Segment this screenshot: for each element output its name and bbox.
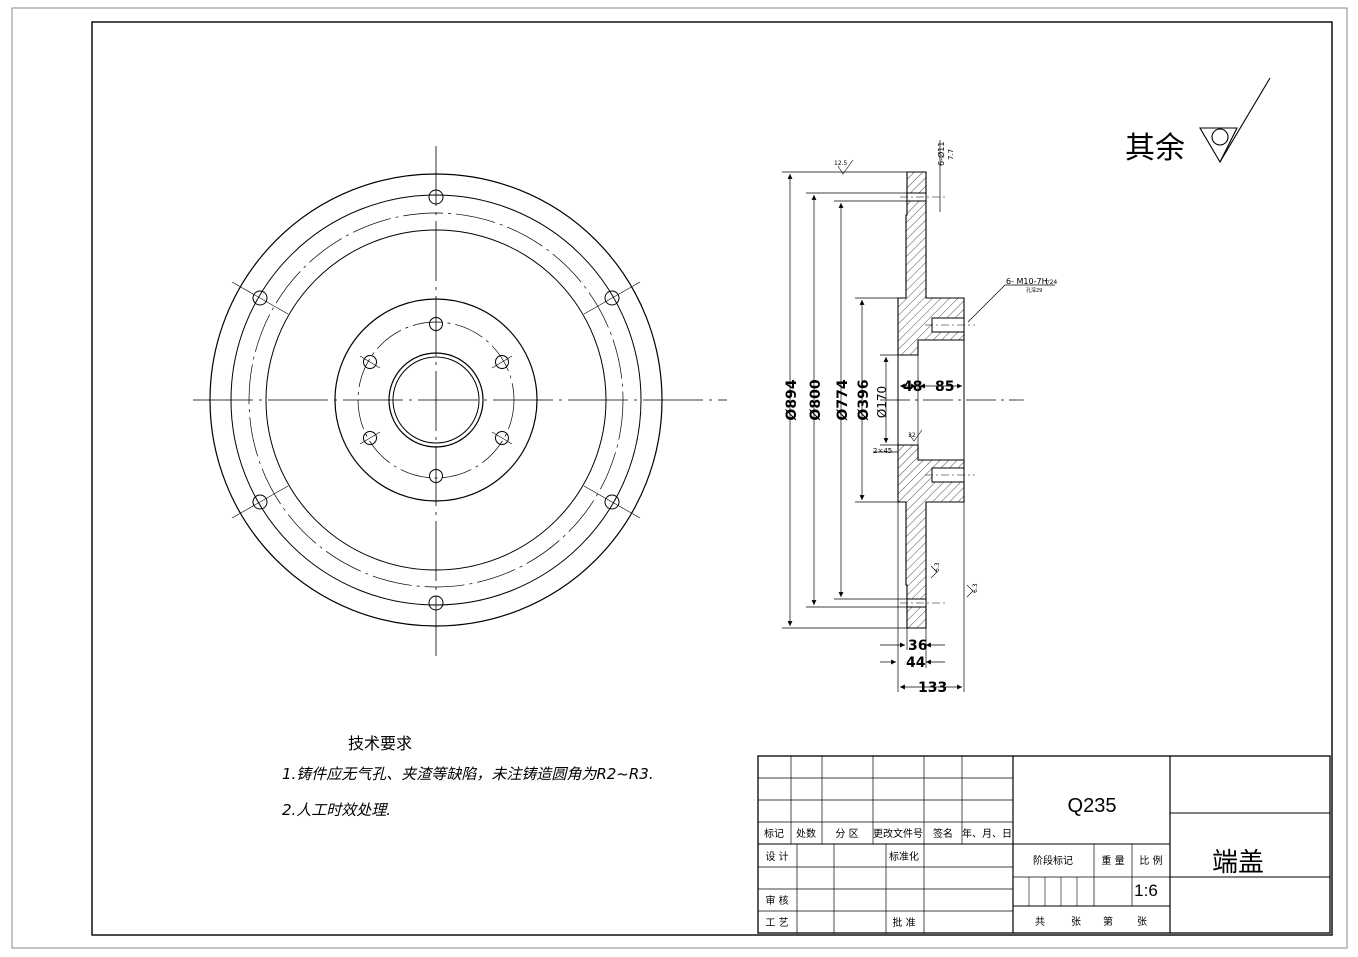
dim-36: 36	[908, 638, 927, 654]
thread-hole	[429, 469, 443, 483]
fin-32: 32	[908, 432, 916, 439]
small-finish-symbols	[837, 159, 974, 598]
dim-thread-depth: ▽24	[1045, 279, 1057, 286]
outer-hole	[252, 290, 268, 306]
dim-d800: Ø800	[808, 379, 824, 420]
dim-d396: Ø396	[856, 379, 872, 420]
sheet-no-label: 第	[1103, 915, 1113, 928]
dim-holes-depth: 7.7	[947, 149, 955, 160]
title-block	[757, 755, 1331, 934]
dim-thread-note: 孔深29	[1026, 287, 1042, 294]
thread-hole	[363, 431, 377, 445]
material: Q235	[1068, 795, 1117, 817]
tech-req-item-2: 2.人工时效处理.	[282, 801, 391, 819]
sheet-unit-label: 张	[1137, 916, 1147, 928]
dim-48: 48	[903, 379, 922, 395]
scale-value: 1:6	[1134, 881, 1158, 900]
outer-hole	[428, 189, 444, 205]
fin-63a: 6.3	[934, 562, 941, 572]
thread-hole	[363, 355, 377, 369]
finish-symbol-icon	[1199, 77, 1271, 164]
rev-header: 更改文件号	[873, 827, 923, 840]
rev-header: 分 区	[835, 828, 858, 840]
stage-mark-label: 阶段标记	[1033, 854, 1073, 867]
outer-hole	[604, 290, 620, 306]
tech-req-item-1: 1.铸件应无气孔、夹渣等缺陷，未注铸造圆角为R2~R3.	[282, 765, 654, 783]
part-name: 端盖	[1212, 848, 1264, 878]
sheets-label: 张	[1071, 916, 1081, 928]
thread-hole	[429, 317, 443, 331]
total-label: 共	[1035, 916, 1045, 928]
dim-thread: 6- M10-7H	[1006, 277, 1048, 286]
outer-circle	[209, 173, 663, 627]
rev-header: 年、月、日	[962, 827, 1012, 840]
hub-circle	[334, 298, 538, 502]
surface-finish-label: 其余	[1125, 131, 1185, 166]
thread-hole	[495, 431, 509, 445]
rev-header: 处数	[796, 827, 816, 840]
tech-req-title: 技术要求	[348, 734, 412, 753]
front-view	[193, 146, 727, 662]
bore-outer	[388, 352, 484, 448]
dim-chamfer: 2×45	[873, 447, 892, 455]
review-label: 审 核	[765, 894, 788, 907]
design-label: 设 计	[765, 850, 788, 863]
dimensions	[782, 140, 1055, 692]
fin-12-5: 12.5	[834, 160, 848, 167]
process-label: 工 艺	[765, 917, 788, 929]
thread-hole	[495, 355, 509, 369]
dim-d170: Ø170	[875, 386, 889, 418]
dim-d774: Ø774	[835, 379, 851, 420]
rev-header: 标记	[764, 828, 784, 840]
dim-d894: Ø894	[784, 379, 800, 420]
scale-label: 比 例	[1139, 854, 1162, 867]
outer-hole	[428, 595, 444, 611]
approve-label: 批 准	[892, 916, 915, 929]
section-view	[880, 171, 1024, 629]
dim-44: 44	[906, 655, 926, 671]
standardize-label: 标准化	[889, 850, 919, 863]
outer-hole	[252, 494, 268, 510]
outer-border	[11, 7, 1348, 949]
weight-label: 重 量	[1101, 854, 1124, 867]
outer-hole	[604, 494, 620, 510]
fin-63b: 6.3	[972, 583, 979, 593]
dim-85: 85	[935, 379, 954, 395]
bore-inner	[392, 356, 480, 444]
dim-holes-top: 6-Ø11	[936, 142, 946, 166]
dim-133: 133	[918, 680, 947, 696]
inner-frame	[91, 21, 1333, 936]
rev-header: 签名	[933, 827, 953, 840]
